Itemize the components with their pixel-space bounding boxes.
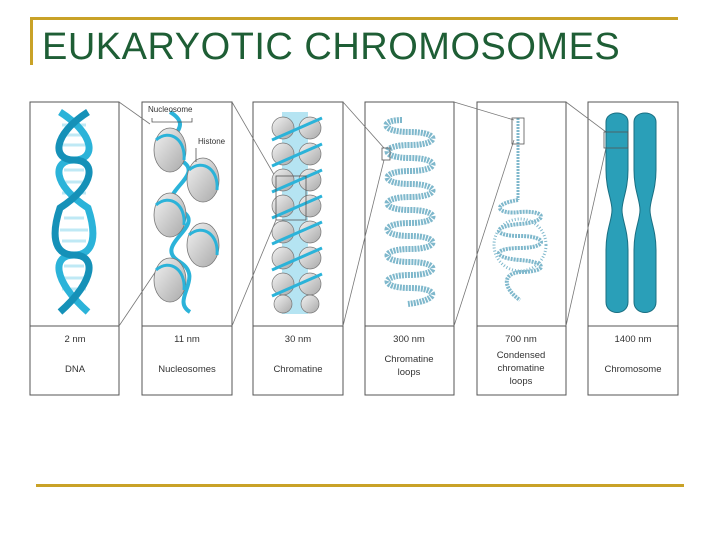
condensed-zoom-box: [511, 117, 525, 145]
panel-name-condensed-line3: loops: [510, 376, 533, 387]
dna-strand-b: [51, 109, 93, 315]
panel-name-chromatine: Chromatine: [273, 364, 322, 375]
nucleosomes-illustration: [151, 110, 220, 314]
loops-zoom-box: [381, 147, 391, 161]
panel-name-dna: DNA: [65, 364, 86, 375]
chromosome-zoom-box: [603, 131, 629, 149]
panel-name-loops-line2: loops: [398, 367, 421, 378]
size-label-loops: 300 nm: [393, 334, 425, 345]
panel-frame-chromosome: [587, 101, 679, 396]
chromatine-zoom-box: [275, 175, 307, 221]
panel-frame-chromatine: [252, 101, 344, 396]
panel-name-chromosome: Chromosome: [604, 364, 661, 375]
nucleosome-callout: Nucleosome: [148, 105, 193, 114]
chromatine-loops-illustration: [381, 117, 436, 307]
chromatine-fiber-illustration: [271, 112, 323, 314]
panel-name-nucleosomes: Nucleosomes: [158, 364, 216, 375]
dna-strand-a: [55, 109, 97, 315]
name-labels: DNA Nucleosomes Chromatine Chromatine lo…: [65, 350, 662, 387]
panel-name-loops-line1: Chromatine: [384, 354, 433, 365]
condensed-loops-illustration: [492, 117, 548, 302]
size-label-chromosome: 1400 nm: [615, 334, 652, 345]
frame-top-rule: [30, 17, 678, 20]
frame-left-rule: [30, 17, 33, 65]
slide-title: EUKARYOTIC CHROMOSOMES: [42, 26, 621, 68]
size-label-chromatine: 30 nm: [285, 334, 311, 345]
size-label-nucleosomes: 11 nm: [174, 334, 200, 345]
dna-helix-illustration: [51, 109, 97, 315]
nucleosome-bracket: [151, 118, 193, 123]
size-label-condensed: 700 nm: [505, 334, 537, 345]
size-labels: 2 nm 11 nm 30 nm 300 nm 700 nm 1400 nm: [64, 334, 651, 345]
panel-name-condensed-line2: chromatine: [498, 363, 545, 374]
histone-callout: Histone: [198, 137, 226, 146]
size-label-dna: 2 nm: [64, 334, 85, 345]
panel-name-condensed-line1: Condensed: [497, 350, 546, 361]
panel-frames: [29, 101, 679, 396]
chromosome-illustration: [603, 112, 657, 313]
panel-frame-dna: [29, 101, 120, 396]
zoom-connectors: [118, 101, 607, 327]
frame-bottom-rule: [36, 484, 684, 487]
